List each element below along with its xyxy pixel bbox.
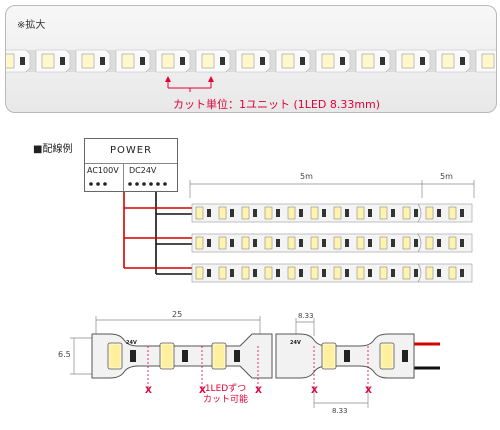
led-strip-row bbox=[191, 233, 473, 253]
zoom-led-unit bbox=[395, 49, 431, 73]
voltage-label-2: 24V bbox=[290, 340, 301, 346]
unit-dimension-bottom bbox=[313, 386, 369, 408]
led-strip-row bbox=[191, 263, 473, 283]
power-divider bbox=[85, 163, 177, 164]
zoom-led-unit bbox=[235, 49, 271, 73]
zoom-led-unit bbox=[6, 49, 31, 73]
terminal-row bbox=[89, 182, 167, 186]
power-mid-divider bbox=[123, 163, 124, 191]
large-led-unit bbox=[211, 342, 240, 370]
zoom-led-unit bbox=[275, 49, 311, 73]
zoom-led-unit bbox=[155, 49, 191, 73]
led-strip-rows bbox=[191, 203, 473, 283]
length-label-2: 5m bbox=[440, 172, 453, 181]
unit-dimension-top bbox=[295, 318, 315, 336]
zoom-led-unit bbox=[435, 49, 471, 73]
zoom-panel: ※拡大 カット単位：1ユニット (1LED 8.33mm) bbox=[5, 5, 497, 113]
large-led-unit bbox=[321, 342, 350, 370]
zoom-led-unit bbox=[195, 49, 231, 73]
led-strip-row bbox=[191, 203, 473, 223]
width-dimension bbox=[70, 337, 92, 375]
power-supply-box: POWER AC100V DC24V bbox=[84, 138, 178, 192]
length-label-1: 5m bbox=[300, 172, 313, 181]
cut-note: 1LEDずつ カット可能 bbox=[203, 384, 248, 406]
unit-label-bottom: 8.33 bbox=[332, 407, 348, 415]
power-label: POWER bbox=[109, 145, 153, 156]
cut-note-line2: カット可能 bbox=[203, 395, 249, 405]
ac-input-label: AC100V bbox=[87, 166, 119, 175]
zoomed-strip bbox=[6, 49, 496, 73]
zoom-led-unit bbox=[115, 49, 151, 73]
wiring-diagram bbox=[123, 180, 475, 283]
pitch-label: 25 bbox=[172, 310, 183, 319]
cut-mark: X bbox=[311, 386, 318, 396]
width-label: 6.5 bbox=[58, 350, 71, 359]
large-led-unit bbox=[107, 342, 136, 370]
length-dimension-1 bbox=[189, 180, 423, 198]
zoom-led-unit bbox=[75, 49, 111, 73]
large-led-unit bbox=[379, 342, 408, 370]
cut-indicator bbox=[165, 76, 214, 92]
zoom-label: ※拡大 bbox=[17, 20, 46, 31]
wiring-example-title: ■配線例 bbox=[33, 144, 73, 155]
dc-output-label: DC24V bbox=[129, 166, 157, 175]
pitch-dimension bbox=[95, 316, 261, 336]
unit-label-top: 8.33 bbox=[298, 312, 314, 320]
cut-note-line1: 1LEDずつ bbox=[204, 384, 247, 394]
length-dimension-2 bbox=[422, 180, 475, 198]
power-wires bbox=[123, 190, 192, 275]
cut-unit-caption: カット単位：1ユニット (1LED 8.33mm) bbox=[173, 98, 381, 111]
zoom-led-unit bbox=[35, 49, 71, 73]
cut-mark: X bbox=[199, 386, 206, 396]
cut-mark: X bbox=[255, 386, 262, 396]
voltage-label-1: 24V bbox=[126, 340, 137, 346]
zoom-led-unit bbox=[355, 49, 391, 73]
zoom-led-unit bbox=[315, 49, 351, 73]
cut-mark: X bbox=[365, 386, 372, 396]
cut-mark: X bbox=[145, 386, 152, 396]
zoom-led-unit bbox=[475, 49, 496, 73]
large-led-unit bbox=[159, 342, 188, 370]
